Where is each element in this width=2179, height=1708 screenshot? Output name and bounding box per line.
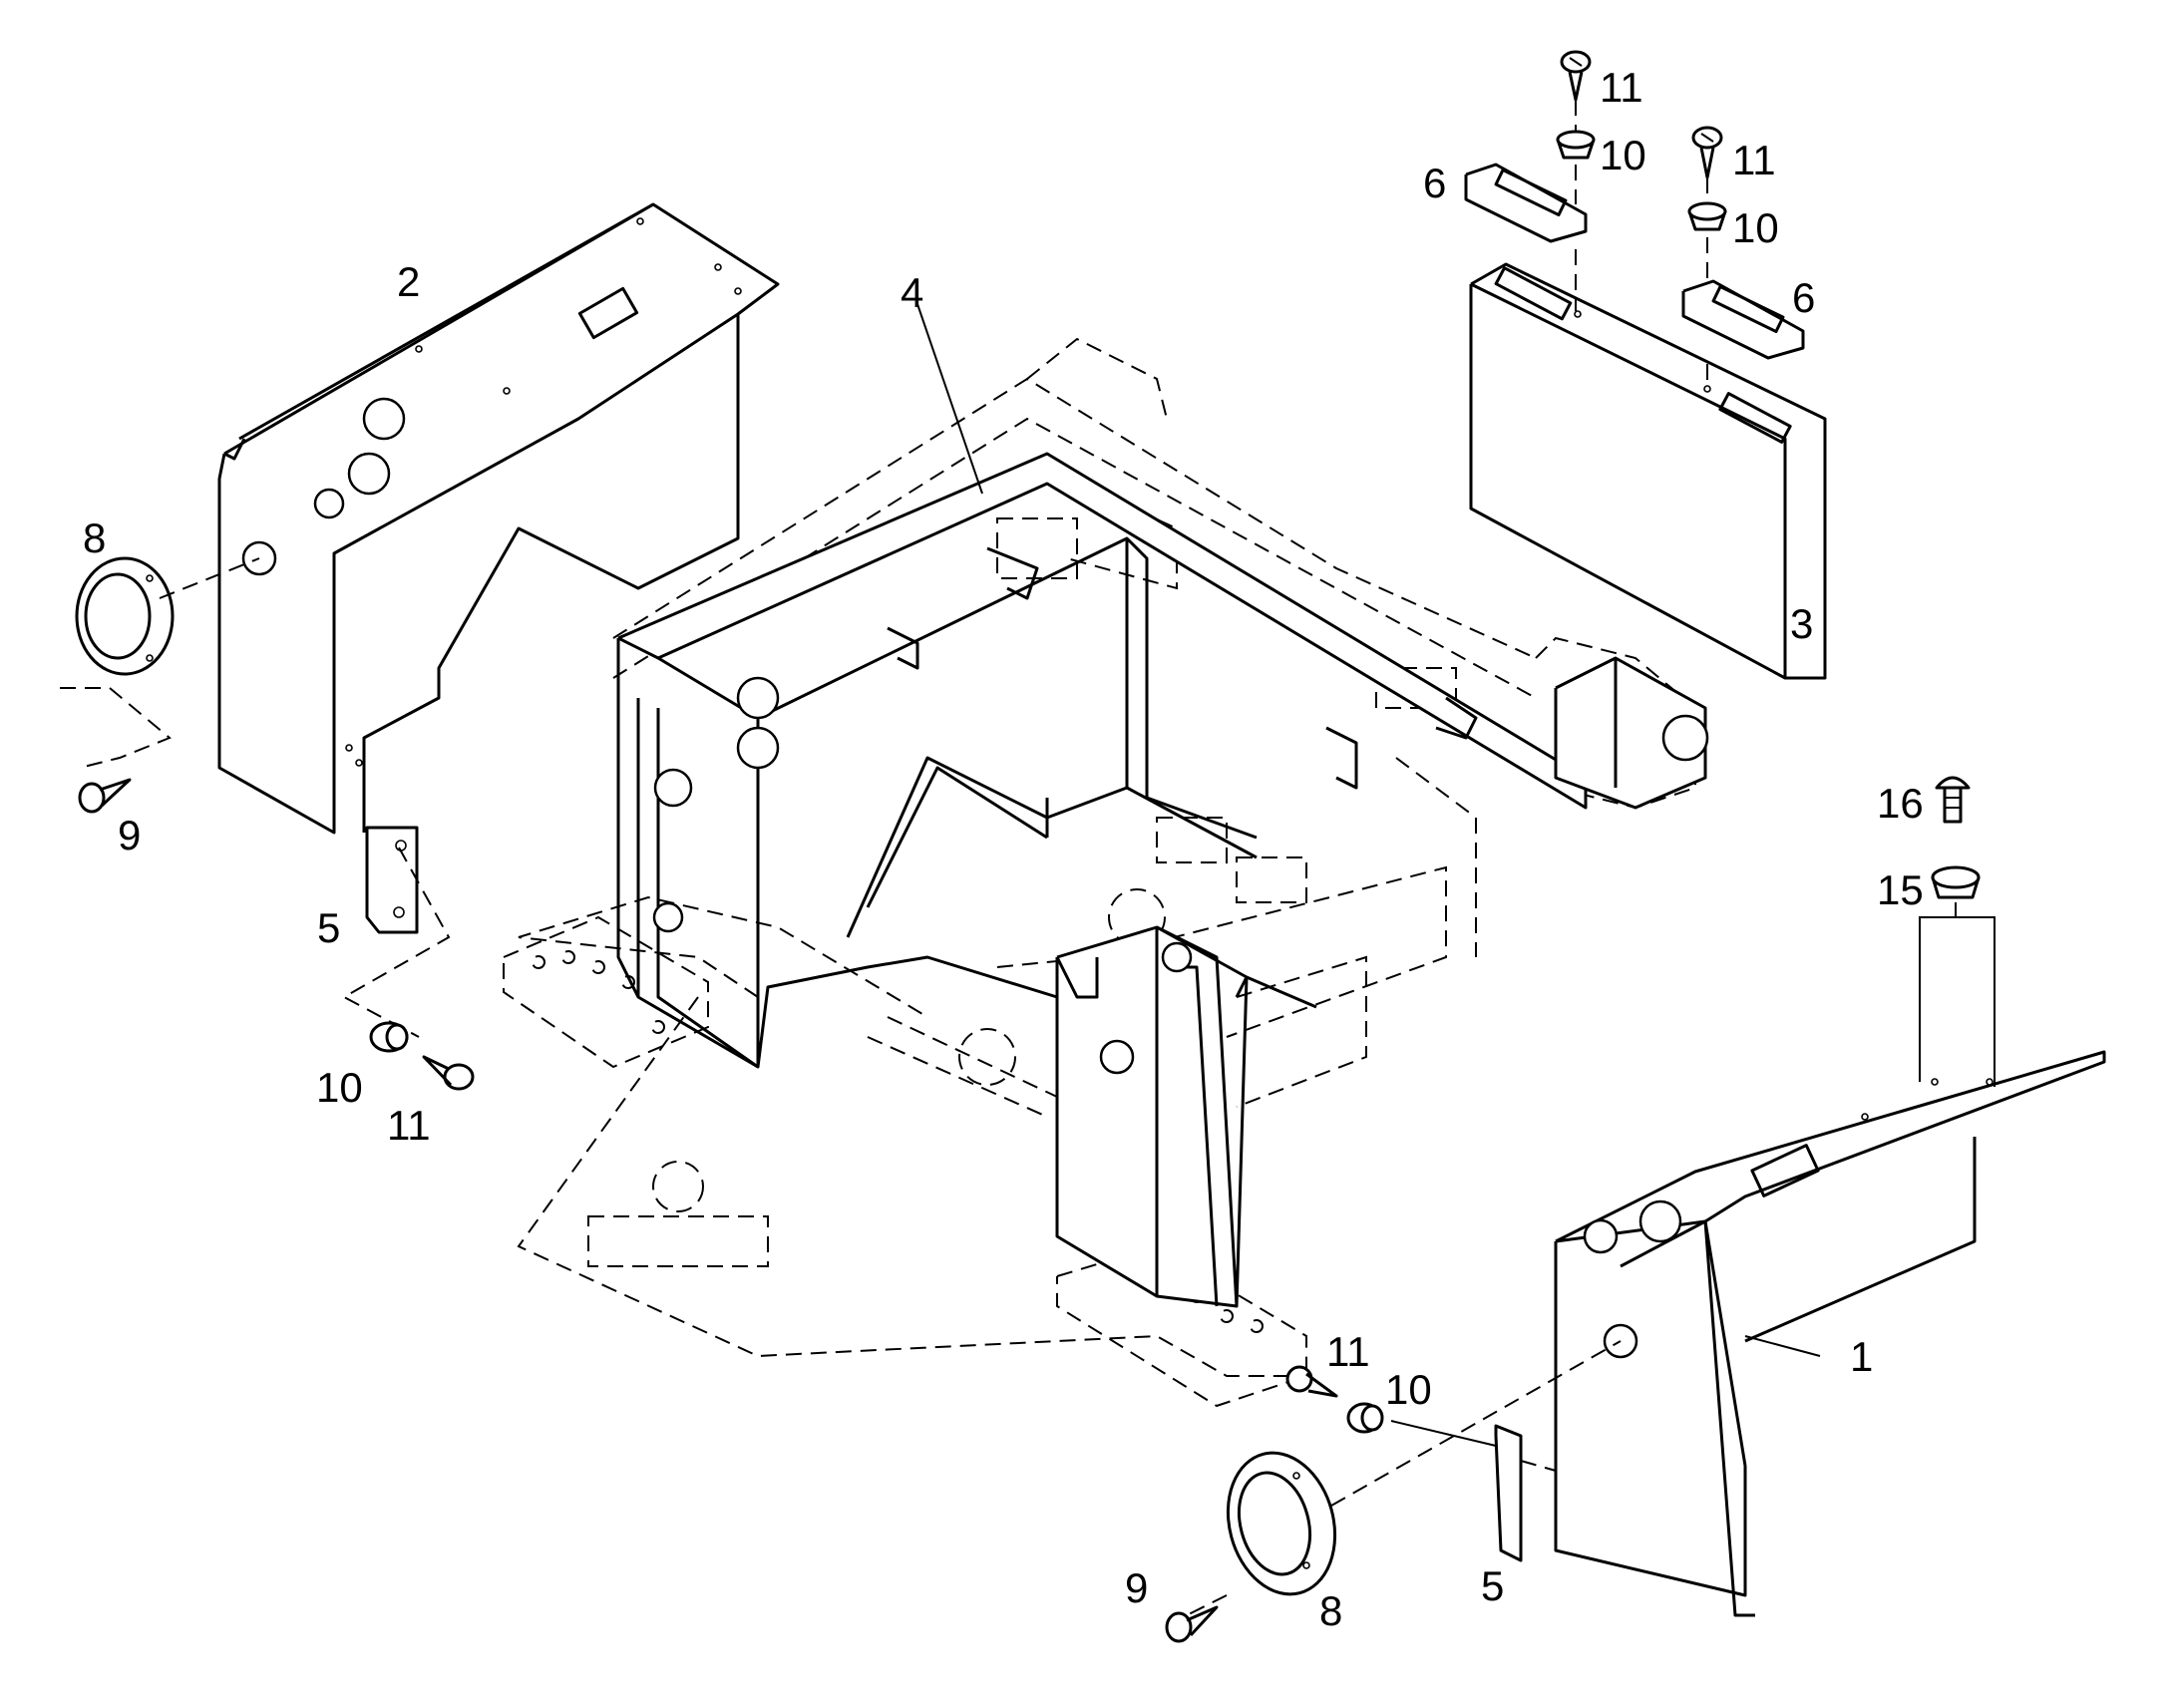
callout-panel-left: 2 xyxy=(397,258,420,305)
bracket-right xyxy=(1494,1424,1523,1562)
clip-top-b xyxy=(1681,279,1805,360)
callout-bushing-left: 10 xyxy=(316,1064,363,1111)
bushing-top-a xyxy=(1556,130,1596,160)
callout-panel-right: 1 xyxy=(1850,1333,1873,1380)
tapping-screw-right xyxy=(1285,1365,1338,1398)
grommet-right xyxy=(1226,1451,1337,1596)
callout-bolt: 16 xyxy=(1877,780,1924,827)
callout-grommet-left: 8 xyxy=(83,514,106,561)
callout-bracket-right: 5 xyxy=(1481,1562,1504,1609)
tapping-screw-left xyxy=(422,1055,475,1091)
callout-screw-right: 9 xyxy=(1125,1564,1148,1611)
washer-part xyxy=(1931,865,1981,899)
callout-bushing-top-a: 10 xyxy=(1600,132,1646,178)
panel-right-part xyxy=(1554,1050,2106,1617)
callout-washer: 15 xyxy=(1877,866,1924,913)
bracket-left xyxy=(365,826,419,934)
tapping-screw-top-b xyxy=(1691,126,1723,179)
screw-right xyxy=(1165,1605,1219,1643)
callout-screw-left: 9 xyxy=(118,812,141,858)
tapping-screw-top-a xyxy=(1560,50,1592,102)
bushing-right xyxy=(1346,1402,1384,1434)
callout-clip-top-b: 6 xyxy=(1792,274,1815,321)
callout-panel-top: 3 xyxy=(1790,600,1813,647)
callout-clip-top-a: 6 xyxy=(1423,160,1446,206)
callout-grommet-right: 8 xyxy=(1319,1587,1342,1634)
frame-part xyxy=(503,337,1709,1408)
screw-left xyxy=(78,778,132,814)
callout-bracket-left: 5 xyxy=(317,904,340,951)
grommet-left xyxy=(75,556,175,676)
panel-top-part xyxy=(1469,262,1827,680)
callout-frame: 4 xyxy=(901,269,923,316)
callout-bushing-top-b: 10 xyxy=(1732,204,1779,251)
bolt-part xyxy=(1935,776,1971,824)
callout-bushing-right: 10 xyxy=(1385,1366,1432,1413)
bushing-left xyxy=(369,1021,409,1053)
callout-tapscrew-top-a: 11 xyxy=(1600,64,1643,111)
bushing-top-b xyxy=(1687,201,1727,231)
panel-left-part xyxy=(217,202,780,835)
callout-tapscrew-top-b: 11 xyxy=(1732,137,1776,183)
callout-tapscrew-left: 11 xyxy=(387,1102,431,1149)
clip-top-a xyxy=(1464,163,1588,243)
callout-tapscrew-right: 11 xyxy=(1326,1328,1370,1375)
